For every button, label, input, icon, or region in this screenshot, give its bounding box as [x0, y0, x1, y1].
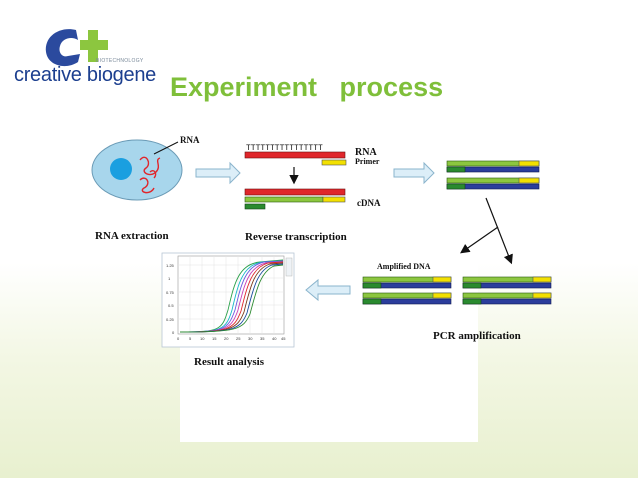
company-logo [45, 29, 108, 67]
step-rna-extraction: RNA extraction [95, 230, 169, 242]
x-tick: 25 [236, 336, 241, 341]
step-result-analysis: Result analysis [194, 356, 265, 368]
amplified-dna-label: Amplified DNA [377, 262, 431, 271]
y-tick: 0.25 [166, 317, 175, 322]
brand-name: creative biogene [14, 64, 156, 86]
cdna-label: cDNA [357, 198, 381, 208]
amplification-plot: 1.25 1 0.75 0.5 0.25 0 0 5 10 15 20 25 3… [161, 252, 295, 348]
slide-title: Experiment process [170, 72, 444, 102]
y-tick: 1.25 [166, 263, 175, 268]
y-tick: 0.75 [166, 290, 175, 295]
x-tick: 30 [248, 336, 253, 341]
rna-strand-label: RNA [355, 147, 377, 158]
x-tick: 0 [177, 336, 180, 341]
y-tick: 1 [168, 276, 171, 281]
plot-legend-box [285, 257, 293, 277]
brand-tagline: BIOTECHNOLOGY [96, 58, 144, 64]
poly-t-strand: TTTTTTTTTTTTTTTT [246, 144, 323, 153]
amplified-dna-strands [362, 276, 552, 305]
primer-label: Primer [355, 157, 380, 166]
x-tick: 10 [200, 336, 205, 341]
ds-dna-top-right [446, 160, 540, 190]
flow-arrow-2 [393, 161, 435, 185]
split-arrow-left [460, 226, 499, 254]
x-tick: 15 [212, 336, 217, 341]
step-reverse-transcription: Reverse transcription [245, 231, 347, 243]
reverse-transcription-diagram: TTTTTTTTTTTTTTTT [244, 144, 347, 210]
y-tick: 0 [172, 330, 175, 335]
x-tick: 5 [189, 336, 192, 341]
x-tick: 20 [224, 336, 229, 341]
flow-arrow-1 [195, 161, 241, 185]
x-tick: 45 [281, 336, 286, 341]
cell-illustration [91, 139, 183, 201]
rna-label: RNA [180, 135, 200, 145]
flow-arrow-3 [305, 278, 351, 302]
split-arrow-right [485, 197, 513, 265]
x-tick: 40 [272, 336, 277, 341]
y-tick: 0.5 [168, 303, 174, 308]
step-pcr-amplification: PCR amplification [433, 330, 521, 342]
x-tick: 35 [260, 336, 265, 341]
